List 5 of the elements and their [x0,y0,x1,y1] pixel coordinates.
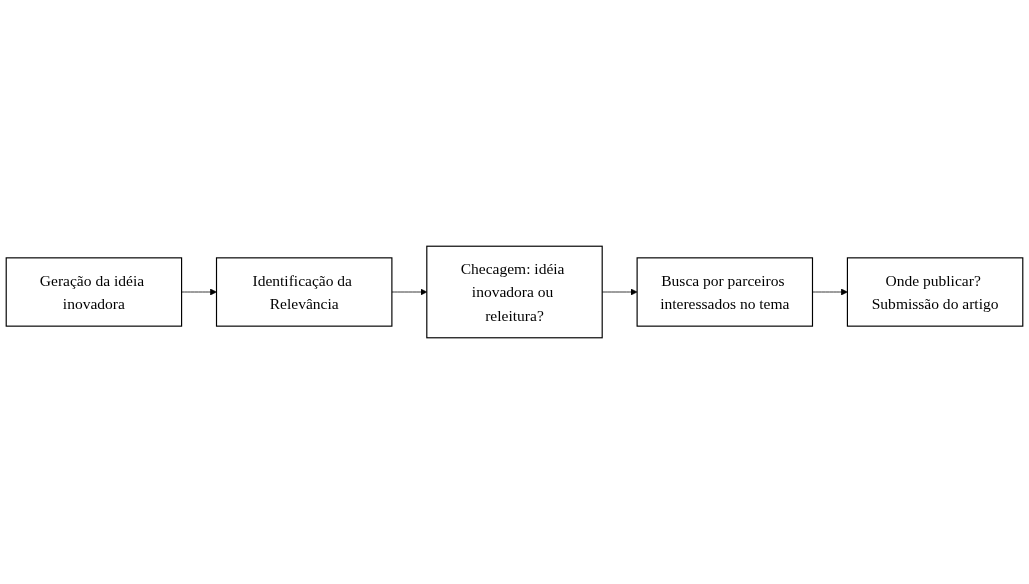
node-box: Checagem: idéia inovadora ou releitura? [426,245,603,339]
node-box: Busca por parceiros interessados no tema [636,257,814,327]
node-box: Geração da idéia inovadora [5,257,183,327]
node-box: Identificação da Relevância [215,257,393,327]
node-box: Onde publicar? Submissão do artigo [846,257,1024,327]
